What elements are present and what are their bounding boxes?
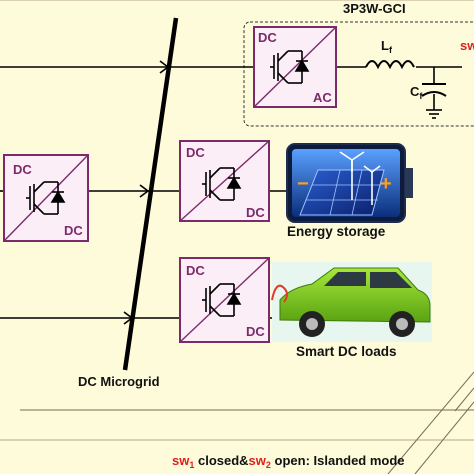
load-converter: DC DC — [179, 257, 270, 343]
solar-panel-icon — [299, 169, 385, 216]
left-converter: DC DC — [3, 154, 89, 242]
minus-icon: − — [297, 173, 309, 195]
igbt-icon — [202, 167, 242, 201]
electric-car-image — [271, 262, 432, 342]
igbt-icon — [202, 283, 242, 317]
smart-loads-label: Smart DC loads — [296, 344, 397, 359]
capacitor-label: Cf — [410, 84, 423, 101]
igbt-icon — [26, 181, 66, 215]
switch-label-partial: sw — [460, 38, 474, 53]
energy-storage-label: Energy storage — [287, 224, 386, 239]
perspective-lines — [20, 371, 474, 474]
left-converter-left: DC — [13, 162, 32, 177]
inductor-label: Lf — [381, 38, 393, 55]
battery-solar-image: − + — [286, 143, 413, 223]
charging-cable-icon — [271, 284, 288, 303]
dc-bus — [122, 17, 179, 371]
gci-converter: DC AC — [253, 26, 337, 108]
left-converter-right: DC — [64, 223, 83, 238]
wind-turbine-icon — [339, 151, 381, 205]
plus-icon: + — [380, 173, 392, 195]
load-converter-right: DC — [246, 324, 265, 339]
bus-label: DC Microgrid — [78, 374, 160, 389]
load-converter-left: DC — [186, 263, 205, 278]
storage-converter: DC DC — [179, 140, 270, 222]
gci-converter-right: AC — [313, 90, 332, 105]
mode-caption: sw1 closed&sw2 open: Islanded mode — [172, 453, 405, 470]
inductor — [365, 60, 415, 70]
gci-title: 3P3W-GCI — [343, 1, 406, 16]
igbt-icon — [270, 50, 310, 84]
gci-converter-left: DC — [258, 30, 277, 45]
capacitor — [421, 83, 447, 119]
storage-converter-left: DC — [186, 145, 205, 160]
storage-converter-right: DC — [246, 205, 265, 220]
